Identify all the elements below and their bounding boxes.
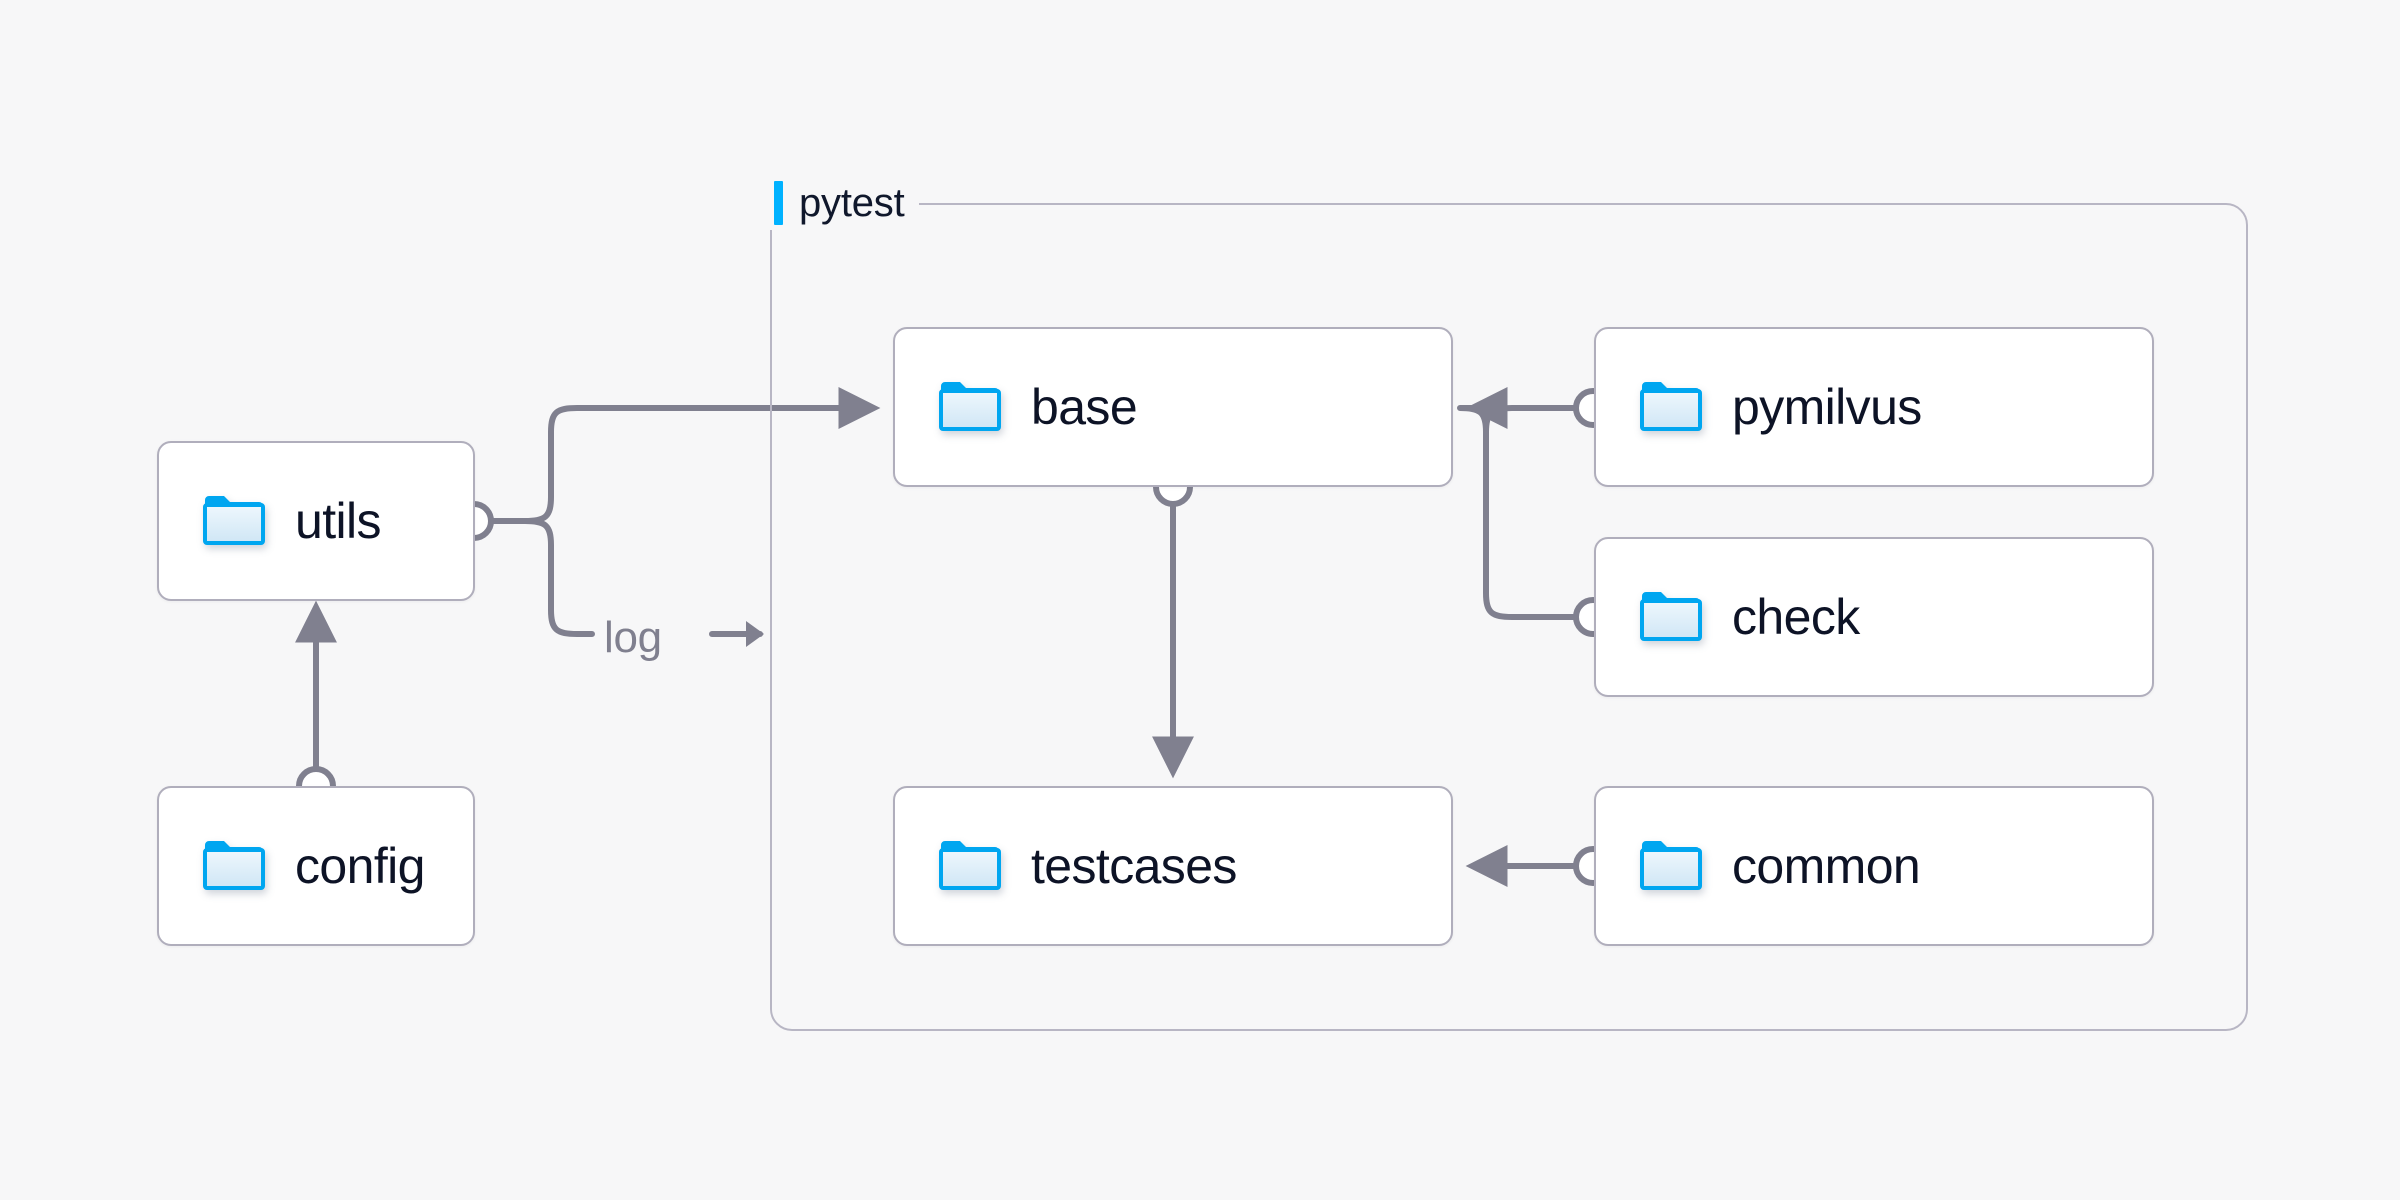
folder-icon-glyph (939, 840, 1001, 890)
node-base[interactable]: base (893, 327, 1453, 487)
node-config[interactable]: config (157, 786, 475, 946)
group-container-pytest[interactable] (770, 203, 2248, 1031)
folder-icon-glyph (939, 381, 1001, 431)
log-arrow-icon (709, 621, 764, 647)
folder-icon-glyph (1640, 591, 1702, 641)
folder-icon (1638, 587, 1704, 648)
node-utils[interactable]: utils (157, 441, 475, 601)
folder-icon (201, 491, 267, 552)
group-title: pytest (799, 181, 905, 225)
folder-icon-glyph (203, 840, 265, 890)
folder-icon (201, 836, 267, 897)
edge-utils-to-log (522, 518, 595, 637)
folder-icon (1638, 377, 1704, 438)
node-label: common (1732, 838, 1921, 894)
group-label-pytest: pytest (760, 176, 919, 230)
node-label: testcases (1031, 838, 1237, 894)
node-check[interactable]: check (1594, 537, 2154, 697)
group-accent-bar (774, 181, 783, 225)
node-label: base (1031, 379, 1138, 435)
folder-icon (1638, 836, 1704, 897)
edge-utils-to-base (522, 387, 881, 524)
node-label: pymilvus (1732, 379, 1922, 435)
folder-icon (937, 377, 1003, 438)
folder-icon-glyph (203, 495, 265, 545)
node-pymilvus[interactable]: pymilvus (1594, 327, 2154, 487)
edge-label-log: log (604, 613, 662, 662)
folder-icon (937, 836, 1003, 897)
folder-icon-glyph (1640, 840, 1702, 890)
node-label: check (1732, 589, 1860, 645)
folder-icon-glyph (1640, 381, 1702, 431)
node-label: config (295, 838, 425, 894)
node-testcases[interactable]: testcases (893, 786, 1453, 946)
node-common[interactable]: common (1594, 786, 2154, 946)
node-label: utils (295, 493, 382, 549)
